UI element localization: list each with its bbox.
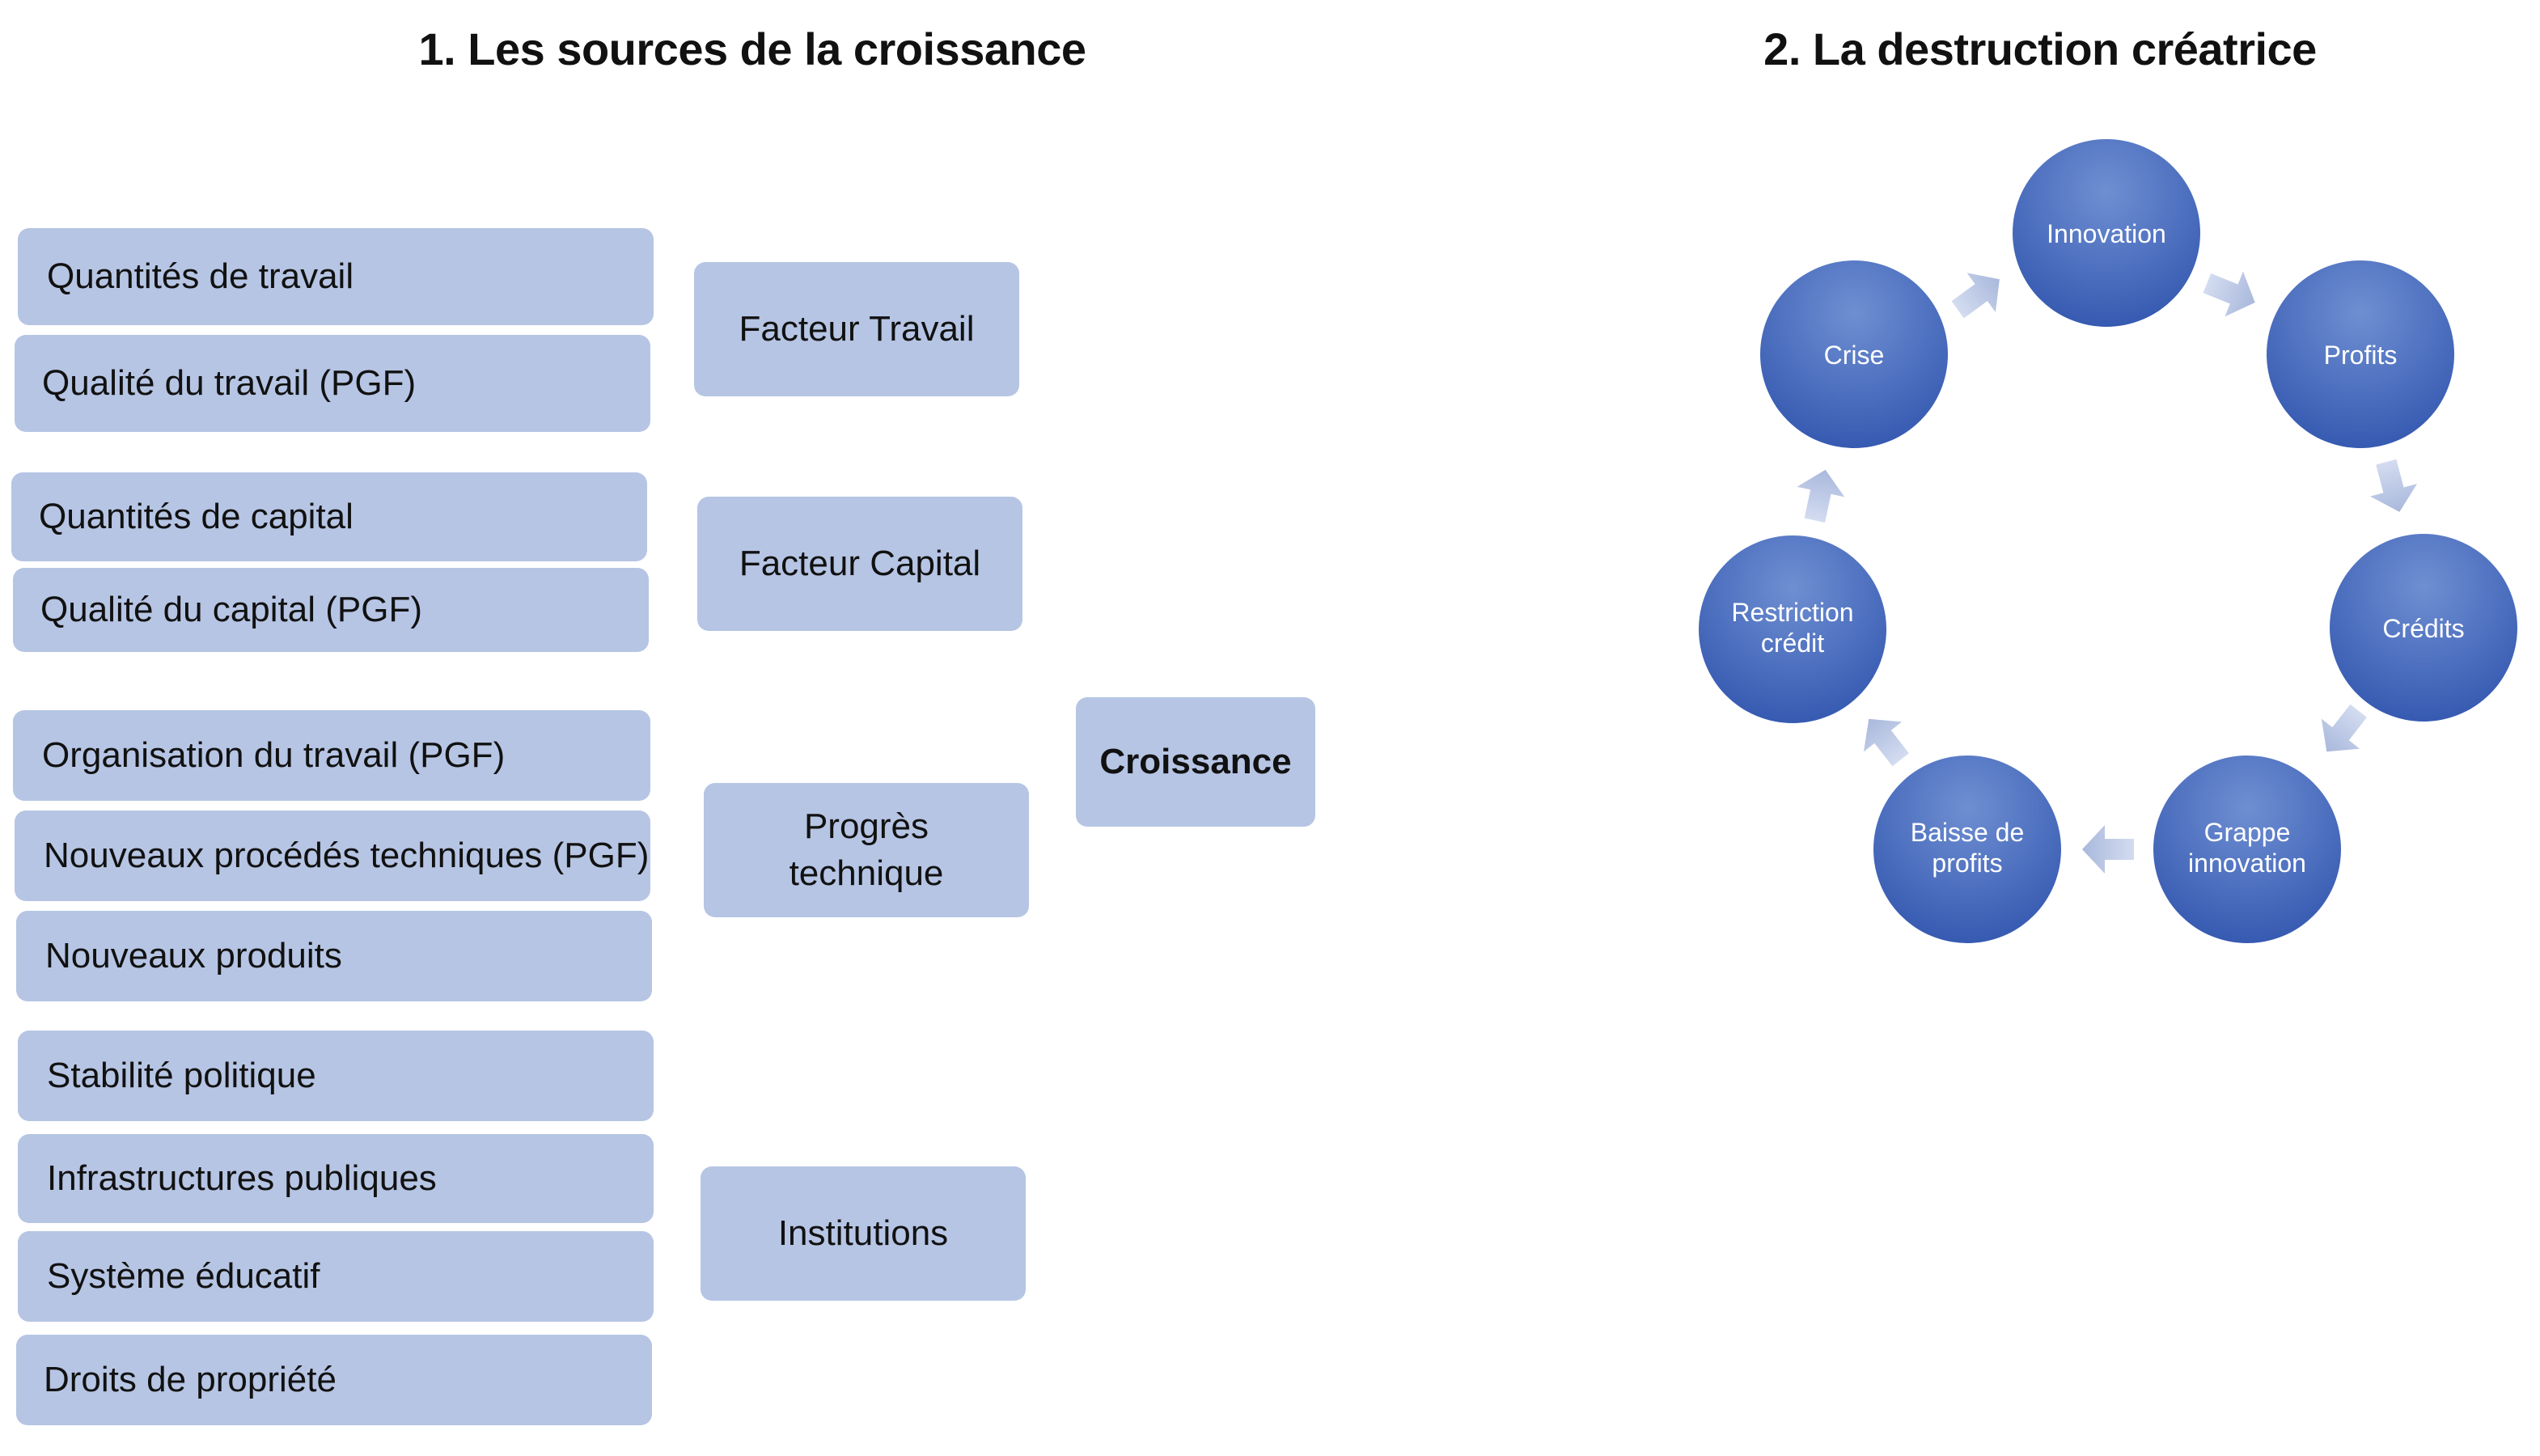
item-label: Nouveaux produits (45, 936, 342, 976)
category-label: Facteur Travail (739, 308, 975, 349)
cycle-node-crise: Crise (1760, 260, 1948, 448)
node-label: Crédits (2382, 614, 2464, 643)
cycle-node-innovation: Innovation (2013, 139, 2200, 327)
category-progres-technique: Progrès technique (704, 783, 1029, 917)
cycle-node-profits: Profits (2267, 260, 2454, 448)
category-facteur-travail: Facteur Travail (694, 262, 1019, 396)
item-quantites-capital: Quantités de capital (11, 472, 647, 561)
item-label: Quantités de travail (47, 256, 354, 296)
node-label: Innovation (2047, 219, 2166, 248)
arrow-baisse-to-restriction (1863, 718, 1909, 767)
arrow-profits-to-credits (2370, 459, 2418, 512)
node-label: Crise (1824, 341, 1885, 370)
item-label: Droits de propriété (44, 1360, 337, 1399)
arrow-restriction-to-crise (1797, 469, 1845, 523)
node-label: Profits (2324, 341, 2398, 370)
item-label: Qualité du capital (PGF) (40, 590, 422, 629)
cycle-node-restriction-credit: Restriction crédit (1699, 535, 1886, 723)
category-institutions: Institutions (701, 1166, 1026, 1301)
cycle-node-grappe-innovation: Grappe innovation (2153, 756, 2341, 943)
item-droits-propriete: Droits de propriété (16, 1335, 652, 1425)
item-label: Organisation du travail (PGF) (42, 735, 506, 775)
node-label-line2: profits (1932, 849, 2002, 878)
category-label-line2: technique (789, 853, 944, 893)
result-label: Croissance (1099, 741, 1292, 781)
item-label: Qualité du travail (PGF) (42, 363, 417, 403)
arrow-innovation-to-profits (2203, 271, 2255, 317)
section2-title: 2. La destruction créatrice (1763, 23, 2317, 74)
item-label: Nouveaux procédés techniques (PGF) (44, 836, 650, 875)
category-label: Facteur Capital (739, 543, 981, 583)
node-label-line2: crédit (1761, 629, 1824, 658)
item-systeme-educatif: Système éducatif (18, 1231, 654, 1322)
item-nouveaux-procedes: Nouveaux procédés techniques (PGF) (15, 811, 650, 901)
arrow-crise-to-innovation (1951, 273, 2000, 319)
item-stabilite-politique: Stabilité politique (18, 1031, 654, 1121)
section1-title: 1. Les sources de la croissance (418, 23, 1086, 74)
category-facteur-capital: Facteur Capital (697, 497, 1022, 631)
category-label: Institutions (777, 1213, 949, 1253)
cycle-node-credits: Crédits (2330, 534, 2517, 722)
item-label: Système éducatif (47, 1256, 320, 1296)
item-label: Stabilité politique (47, 1056, 316, 1095)
cycle-node-baisse-profits: Baisse de profits (1873, 756, 2061, 943)
node-label-line2: innovation (2188, 849, 2306, 878)
item-label: Infrastructures publiques (47, 1158, 437, 1198)
item-infrastructures: Infrastructures publiques (18, 1134, 654, 1223)
node-label-line1: Restriction (1731, 598, 1853, 627)
node-label-line1: Baisse de (1911, 818, 2025, 847)
item-qualite-travail: Qualité du travail (PGF) (15, 335, 650, 432)
arrow-credits-to-grappe (2321, 704, 2367, 752)
item-quantites-travail: Quantités de travail (18, 228, 654, 325)
arrow-grappe-to-baisse (2082, 825, 2134, 874)
item-nouveaux-produits: Nouveaux produits (16, 911, 652, 1001)
category-label-line1: Progrès (803, 806, 929, 846)
result-croissance: Croissance (1076, 697, 1315, 827)
item-qualite-capital: Qualité du capital (PGF) (13, 568, 649, 652)
node-label-line1: Grappe (2204, 818, 2291, 847)
item-organisation-travail: Organisation du travail (PGF) (13, 710, 650, 801)
item-label: Quantités de capital (39, 497, 353, 536)
